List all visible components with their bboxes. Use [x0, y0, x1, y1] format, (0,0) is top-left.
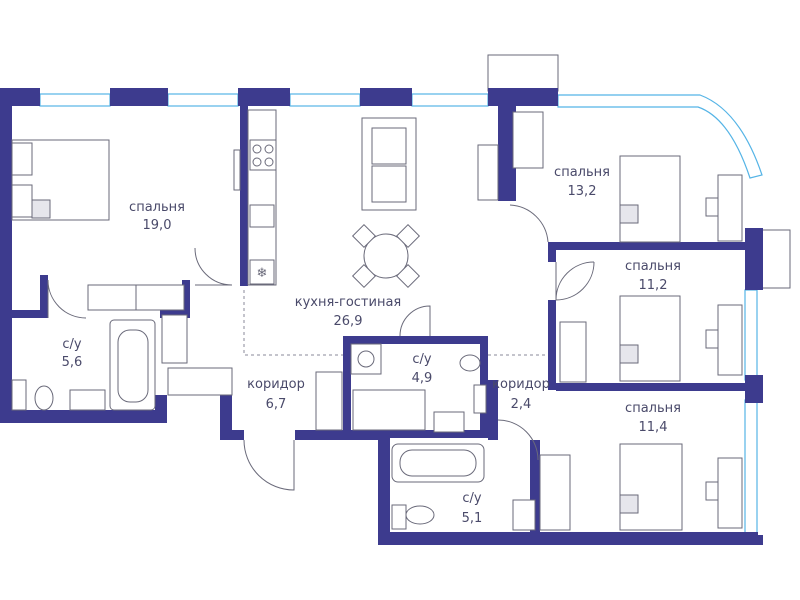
room-labels: спальня 19,0 с/у 5,6 кухня-гостиная 26,9…	[62, 165, 681, 526]
room-area-corridor-2: 2,4	[511, 397, 532, 412]
room-name-bedroom-2: спальня	[554, 165, 610, 180]
room-area-corridor-1: 6,7	[266, 397, 287, 412]
room-area-bedroom-2: 13,2	[568, 184, 597, 199]
stove-icon	[249, 139, 277, 171]
room-name-kitchen-living: кухня-гостиная	[295, 295, 402, 310]
room-area-bathroom-3: 5,1	[462, 511, 483, 526]
room-area-bathroom-1: 5,6	[62, 355, 83, 370]
room-area-bathroom-2: 4,9	[412, 371, 433, 386]
room-name-corridor-1: коридор	[247, 377, 305, 392]
svg-text:❄: ❄	[257, 266, 268, 281]
toilet-icon	[405, 505, 435, 525]
walls	[0, 88, 763, 545]
sink-icon	[249, 204, 275, 228]
toilet-icon	[34, 385, 54, 411]
room-area-bedroom-1: 19,0	[143, 218, 172, 233]
toilet-icon	[459, 354, 481, 372]
room-name-bathroom-2: с/у	[412, 352, 432, 367]
room-name-bathroom-3: с/у	[462, 491, 482, 506]
room-area-bedroom-4: 11,4	[639, 420, 668, 435]
room-area-bedroom-3: 11,2	[639, 278, 668, 293]
room-area-kitchen-living: 26,9	[334, 314, 363, 329]
room-name-bedroom-3: спальня	[625, 259, 681, 274]
room-name-bedroom-1: спальня	[129, 200, 185, 215]
bed-icon	[619, 443, 683, 531]
doors	[47, 204, 595, 491]
freezer-icon	[249, 259, 275, 285]
room-name-bathroom-1: с/у	[62, 337, 82, 352]
washer-icon	[350, 343, 382, 375]
room-name-bedroom-4: спальня	[625, 401, 681, 416]
furniture: ❄	[11, 109, 743, 531]
windows	[39, 54, 791, 541]
bed-icon	[619, 155, 681, 243]
dining-table-icon	[363, 233, 409, 279]
room-name-corridor-2: коридор	[492, 377, 550, 392]
bed-icon	[619, 295, 681, 382]
